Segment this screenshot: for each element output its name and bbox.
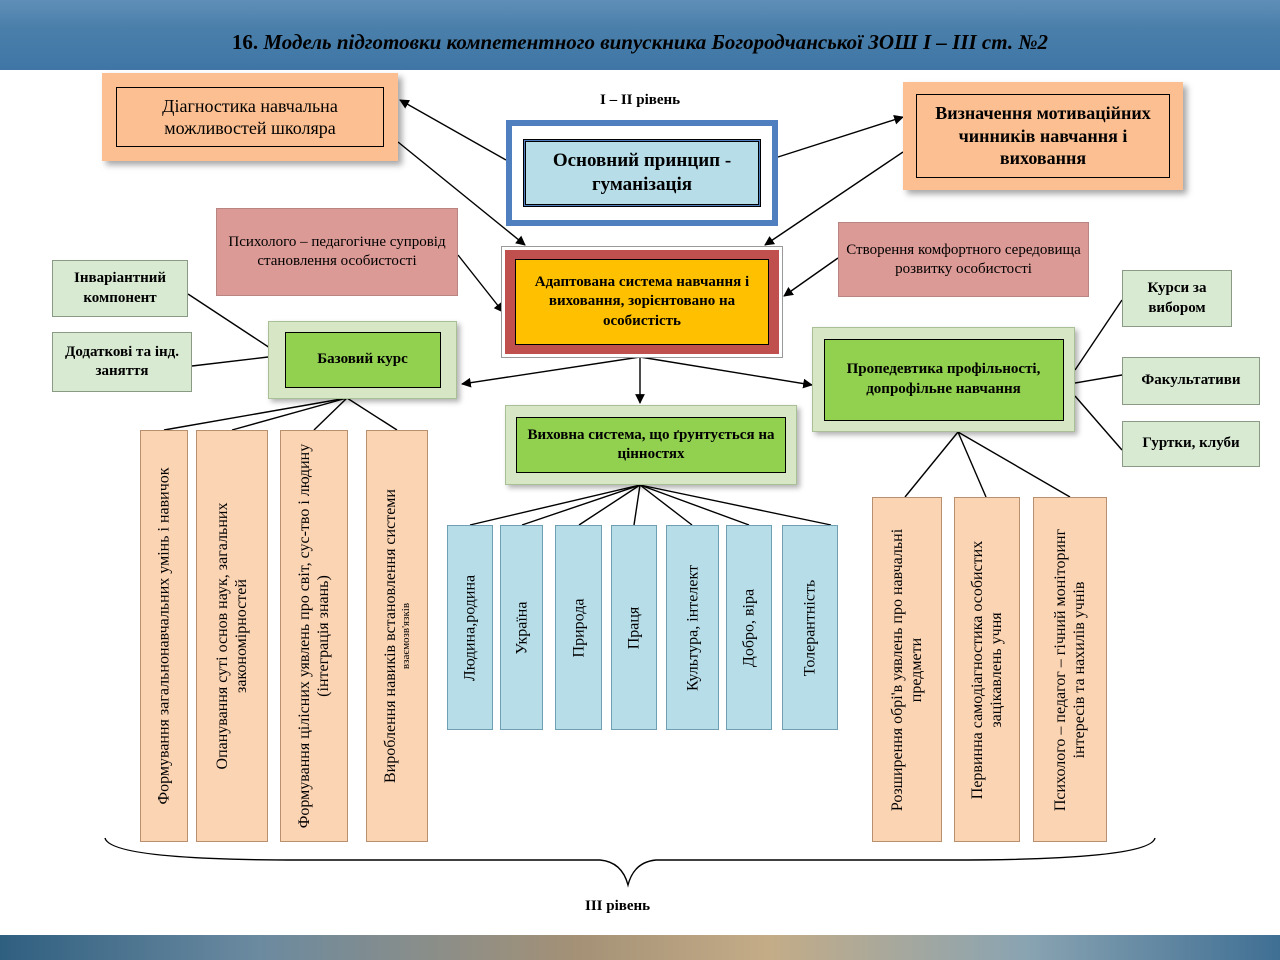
arrow-adapted-basic — [461, 356, 641, 388]
bottom-brace — [104, 837, 1156, 888]
adapted-system-label: Адаптована система навчання і виховання,… — [515, 259, 769, 345]
arrow-comfort-adapted — [783, 257, 839, 297]
basic-course-box: Базовий курс — [268, 321, 457, 399]
value-item-7-label: Толерантність — [801, 579, 819, 676]
level-label-top: І – ІІ рівень — [600, 92, 681, 108]
basic-item-4-label: Вироблення навиків встановлення системи — [381, 489, 399, 783]
arrow-principle-motivation — [777, 115, 904, 158]
propaedeutics-label: Пропедевтика профільності, допрофільне н… — [823, 338, 1064, 421]
value-item-7: Толерантність — [782, 525, 838, 730]
principle-box: Основний принцип - гуманізація — [506, 120, 778, 226]
page-title: 16. Модель підготовки компетентного випу… — [0, 30, 1280, 55]
clubs-box: Гуртки, клуби — [1122, 421, 1260, 467]
basic-item-1: Формування загальнонавчальних умінь і на… — [140, 430, 188, 842]
adapted-system-box: Адаптована система навчання і виховання,… — [501, 246, 783, 358]
propaedeutics-box: Пропедевтика профільності, допрофільне н… — [812, 327, 1075, 432]
level-label-bottom: ІІІ рівень — [585, 898, 651, 914]
title-text: Модель підготовки компетентного випускни… — [263, 30, 1049, 54]
basic-item-4-text: Вироблення навиків встановлення системи … — [381, 489, 413, 783]
profile-item-2: Первинна самодіагностика особистих зацік… — [954, 497, 1020, 842]
diagnostics-label: Діагностика навчальна можливостей школяр… — [116, 87, 384, 147]
basic-item-3-label: Формування цілісних уявлень про світ, су… — [295, 443, 332, 829]
line-prop-clubs — [1074, 395, 1123, 451]
arrow-diagnostics-adapted — [397, 141, 526, 246]
basic-course-label: Базовий курс — [284, 332, 441, 388]
basic-item-4: Вироблення навиків встановлення системи … — [366, 430, 428, 842]
comfort-env-box: Створення комфортного середовища розвитк… — [838, 222, 1089, 297]
line-prop-electives — [1074, 374, 1123, 384]
value-item-5-label: Культура, інтелект — [683, 564, 701, 691]
value-item-4: Праця — [611, 525, 657, 730]
principle-label: Основний принцип - гуманізація — [525, 141, 759, 205]
header-banner — [0, 0, 1280, 70]
basic-item-2-label: Опанування суті основ наук, загальних за… — [213, 502, 250, 770]
value-item-6: Добро, віра — [726, 525, 772, 730]
educational-system-label: Виховна система, що ґрунтується на цінно… — [516, 417, 786, 473]
principle-frame: Основний принцип - гуманізація — [512, 126, 772, 220]
title-number: 16. — [231, 30, 259, 54]
arrow-psych-adapted — [457, 254, 504, 313]
arrow-motivation-adapted — [764, 151, 904, 246]
value-item-2: Україна — [500, 525, 543, 730]
value-item-3-label: Природа — [569, 598, 587, 657]
value-item-1: Людина,родина — [447, 525, 493, 730]
profile-item-1: Розширення обрі'в уявлень про навчальні … — [872, 497, 942, 842]
electives-box: Факультативи — [1122, 357, 1260, 405]
basic-item-3: Формування цілісних уявлень про світ, су… — [280, 430, 348, 842]
value-item-6-label: Добро, віра — [740, 588, 758, 667]
courses-choice-box: Курси за вибором — [1122, 270, 1232, 327]
profile-item-1-label: Розширення обрі'в уявлень про навчальні … — [888, 528, 925, 811]
additional-box: Додаткові та інд. заняття — [52, 332, 192, 392]
diagnostics-box: Діагностика навчальна можливостей школяр… — [102, 73, 398, 161]
arrow-principle-diagnostics — [399, 99, 507, 161]
line-invariant-basic — [187, 293, 271, 349]
profile-item-2-label: Первинна самодіагностика особистих зацік… — [968, 540, 1005, 799]
arrow-adapted-propaedeutics — [639, 356, 813, 389]
value-item-5: Культура, інтелект — [666, 525, 719, 730]
basic-item-2: Опанування суті основ наук, загальних за… — [196, 430, 268, 842]
value-item-4-label: Праця — [625, 606, 643, 649]
principle-blue-border: Основний принцип - гуманізація — [523, 139, 761, 207]
motivation-label: Визначення мотиваційних чинників навчанн… — [916, 94, 1170, 178]
footer-banner — [0, 935, 1280, 960]
invariant-box: Інваріантний компонент — [52, 260, 188, 317]
profile-item-3-label: Психолого – педагог – гічний моніторинг … — [1051, 528, 1088, 811]
educational-system-box: Виховна система, що ґрунтується на цінно… — [505, 405, 797, 485]
line-prop-courses — [1074, 299, 1123, 371]
line-additional-basic — [191, 356, 269, 367]
motivation-box: Визначення мотиваційних чинників навчанн… — [903, 82, 1183, 190]
value-item-2-label: Україна — [512, 601, 530, 654]
value-item-3: Природа — [555, 525, 602, 730]
basic-item-1-label: Формування загальнонавчальних умінь і на… — [155, 467, 173, 805]
value-item-1-label: Людина,родина — [461, 574, 479, 681]
basic-item-4-small: взаємозв'язків — [400, 602, 412, 670]
psych-support-box: Психолого – педагогічне супровід становл… — [216, 208, 458, 296]
profile-item-3: Психолого – педагог – гічний моніторинг … — [1033, 497, 1107, 842]
